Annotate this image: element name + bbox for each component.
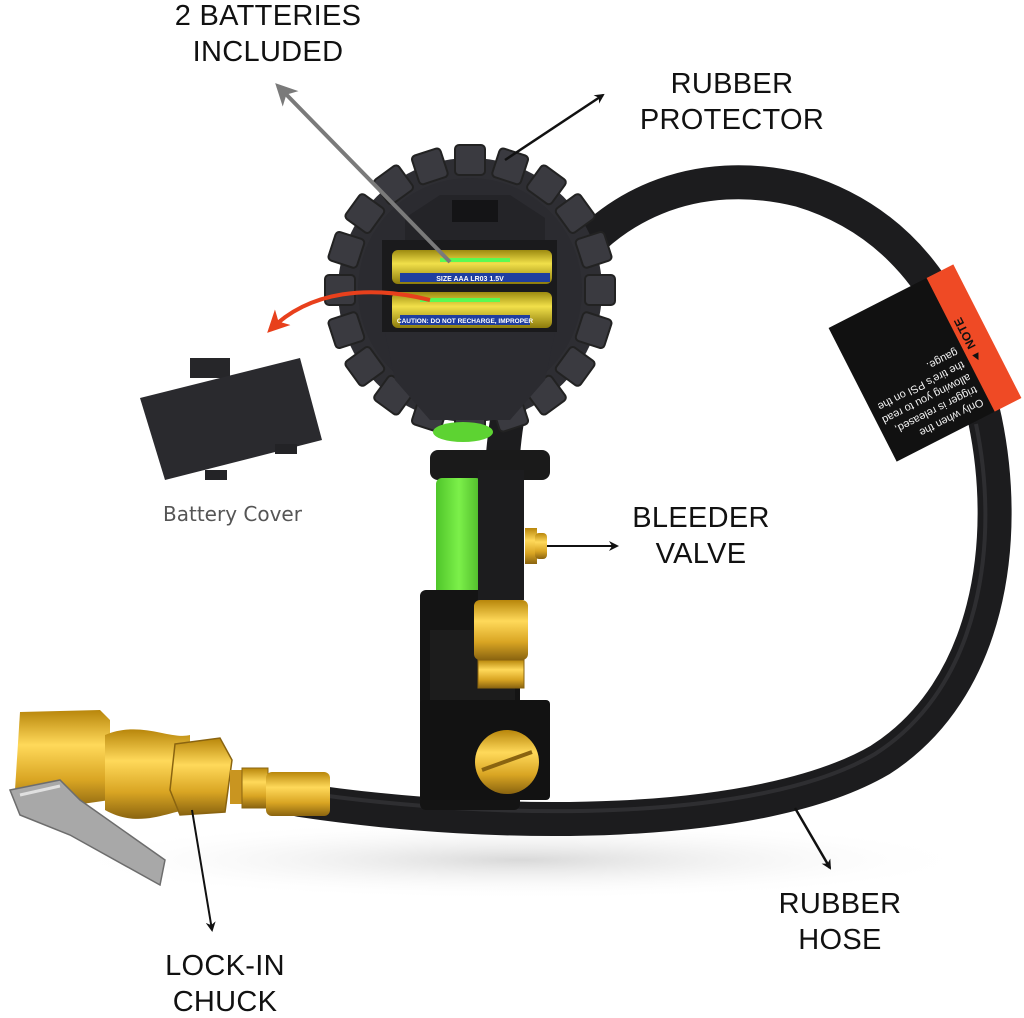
arrow-batteries <box>275 83 452 264</box>
arrow-lock-in-chuck <box>191 809 216 932</box>
battery-cover-part <box>140 358 322 480</box>
label-bleeder-valve: BLEEDER VALVE <box>632 502 770 570</box>
svg-text:CAUTION: DO NOT RECHARGE, IMPR: CAUTION: DO NOT RECHARGE, IMPROPER <box>397 318 533 325</box>
label-2-batteries-included: 2 BATTERIES INCLUDED <box>174 0 362 68</box>
label-lock-in-chuck: LOCK-IN CHUCK <box>165 950 285 1018</box>
svg-text:SIZE AAA LR03 1.5V: SIZE AAA LR03 1.5V <box>436 276 504 283</box>
batteries: SIZE AAA LR03 1.5V CAUTION: DO NOT RECHA… <box>392 250 552 328</box>
arrow-rubber-hose <box>793 807 832 870</box>
arrow-rubber-protector <box>504 93 605 162</box>
lock-in-chuck <box>8 710 330 887</box>
caption-battery-cover: Battery Cover <box>163 502 302 526</box>
arrow-battery-cover <box>267 290 431 333</box>
label-rubber-protector: RUBBER PROTECTOR <box>639 68 825 136</box>
label-rubber-hose: RUBBER HOSE <box>778 888 902 956</box>
bleeder-valve <box>525 528 547 564</box>
